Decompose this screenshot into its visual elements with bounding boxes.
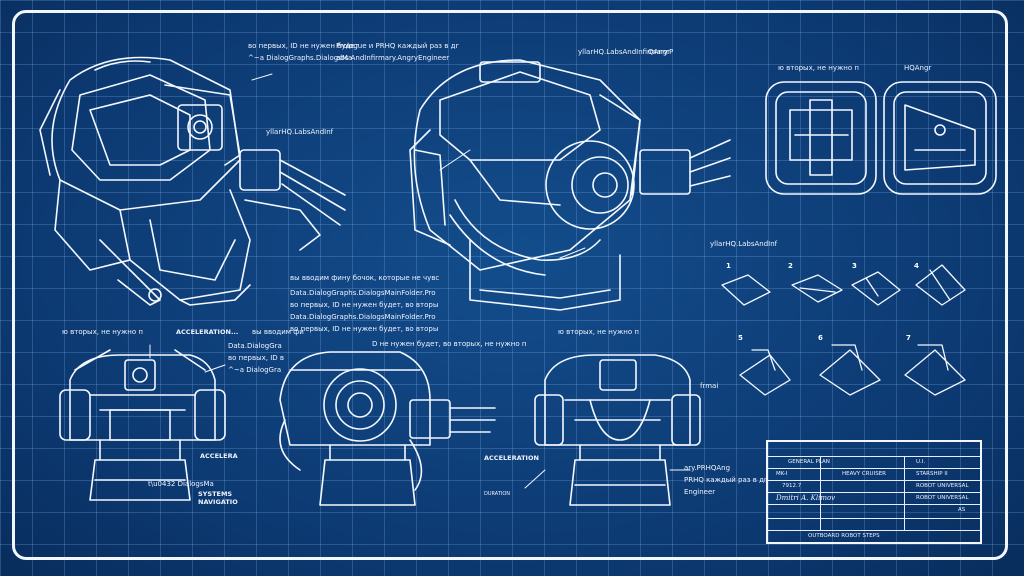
step-number: 5 [738,334,743,342]
title-block-ship: STARSHIP II [916,471,948,477]
assembly-steps [721,264,966,396]
leader-lines [149,73,691,489]
note-accelera: ACCELERA [200,452,238,460]
step-number: 2 [788,262,793,270]
robot-side-view [279,351,496,506]
note-top-right-2: HQAngr [904,64,932,72]
note-front-mid: D не нужен будет, во вторых, не нужно п [372,340,527,348]
note-top-right: ю вторых, не нужно п [778,64,859,72]
note-top-center: yllarHQ.LabsAndInfirmary.P [578,48,674,56]
title-block-as: AS [958,507,966,513]
step-number: 3 [852,262,857,270]
title-block-model: MK-I [776,471,788,477]
step-number: 4 [914,262,919,270]
title-block-footer: OUTBOARD ROBOT STEPS [808,533,880,539]
note-right-view-side: frmai [700,382,719,390]
note-right-mid: yllarHQ.LabsAndInf [710,240,778,248]
note-acceleration-1-detail: Data.DialogGra во первых, ID в ^~a Dialo… [228,342,285,374]
title-block-ui: U.I. [916,459,926,465]
note-small-caption: DURATION [484,491,511,497]
robot-front-view [59,349,226,501]
robot-perspective-left [39,56,346,306]
detail-panel-left [765,81,877,195]
step-number: 1 [726,262,731,270]
note-acceleration-1: ACCELERATION... [176,328,239,336]
title-block-type: ROBOT UNIVERSAL [916,483,969,489]
title-block-general-plan: GENERAL PLAN [788,459,830,465]
note-center: вы вводим фину бочок, которые не чувс Da… [290,274,440,333]
note-acceleration-1-right: вы вводим фи [252,328,304,336]
blueprint-frame [12,10,1008,560]
note-right-view-top: ю вторых, не нужно п [558,328,639,336]
robot-perspective-center [409,59,731,311]
note-top-center-2: QAngr [648,48,671,56]
robot-back-view [534,354,701,506]
title-block-class: HEAVY CRUISER [842,471,886,477]
detail-panel-right [883,81,997,195]
note-left-bottom: t\u0432 DialogsMa [148,480,214,488]
title-block-type-2: ROBOT UNIVERSAL [916,495,969,501]
note-top-left: во первых, ID не нужен будет ^~a DialogG… [248,42,359,62]
note-navigation: NAVIGATIO [198,498,238,506]
note-right-bottom: ary.PRHQAng PRHQ каждый раз в дг Enginee… [684,464,768,496]
step-number: 7 [906,334,911,342]
note-left-mid: ю вторых, не нужно п [62,328,143,336]
note-acceleration-2: ACCELERATION [484,454,539,462]
note-systems: SYSTEMS [198,490,233,498]
note-top-left-2: Prologue и PRHQ каждый раз в дг abs AndI… [336,42,460,62]
note-top-left-side: yllarHQ.LabsAndInf [266,128,334,136]
step-number: 6 [818,334,823,342]
title-block-signature: Dmitri A. Klimov [776,494,836,502]
title-block-number: 7912.7 [782,483,802,489]
title-block: GENERAL PLAN U.I. MK-I HEAVY CRUISER STA… [766,440,982,544]
